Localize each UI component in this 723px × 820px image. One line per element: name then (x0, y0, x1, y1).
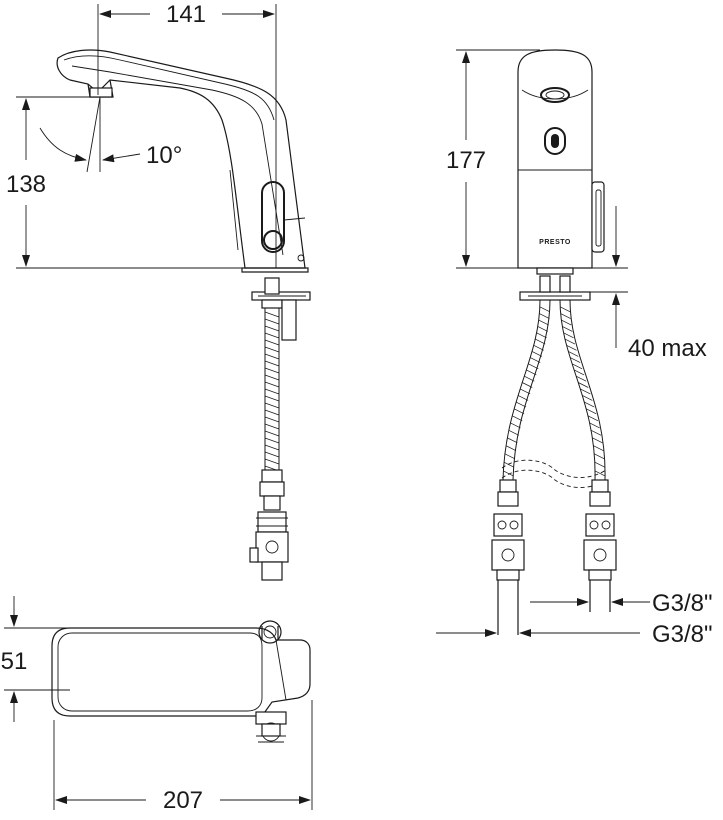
top-view (51, 620, 311, 743)
dim-40max-label: 40 max (628, 335, 707, 362)
dim-angle-label: 10° (146, 142, 182, 169)
brand-label: PRESTO (539, 239, 571, 246)
dim-177-label: 177 (446, 147, 486, 174)
dim-g38-top: G3/8" (530, 590, 713, 617)
dim-51-label: 51 (1, 648, 28, 675)
dim-138: 138 (6, 96, 245, 269)
front-view: PRESTO (491, 49, 617, 635)
dim-g38-bottom-label: G3/8" (652, 621, 713, 648)
side-view (56, 49, 311, 581)
dim-g38-bottom: G3/8" (436, 621, 713, 648)
dim-40max: 40 max (590, 206, 707, 362)
dim-141: 141 (97, 1, 277, 268)
dim-207-label: 207 (163, 787, 203, 814)
dim-141-label: 141 (166, 1, 206, 28)
dim-138-label: 138 (6, 171, 46, 198)
dim-g38-top-label: G3/8" (652, 590, 713, 617)
hose-braid-front (503, 306, 606, 477)
dim-angle: 10° (39, 96, 182, 173)
dim-51: 51 (1, 596, 70, 722)
hose-braid-side (264, 311, 280, 472)
dim-207: 207 (53, 700, 313, 814)
dim-177: 177 (446, 49, 540, 269)
